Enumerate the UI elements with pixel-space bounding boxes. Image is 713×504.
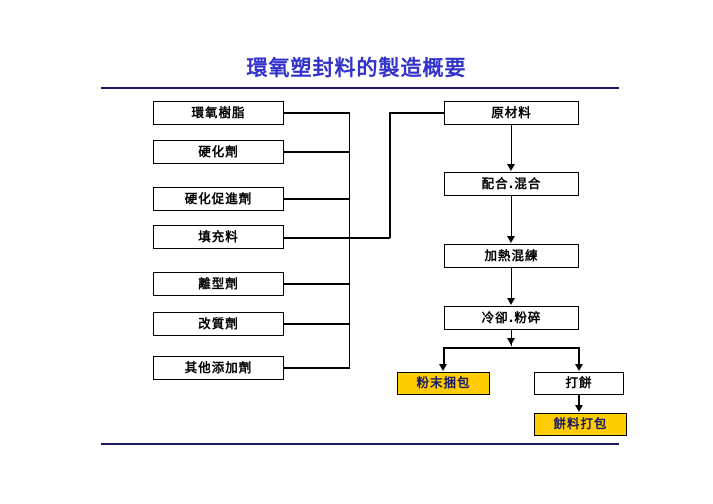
- arrowhead-to-tableting: [574, 364, 583, 371]
- connector-filler-to-riser: [284, 237, 390, 239]
- connector-epoxy-resin-to-bus: [284, 112, 350, 114]
- output-box-powder-packing[interactable]: 粉末捆包: [397, 372, 490, 395]
- arrowhead-to-tablet-packing: [574, 405, 583, 412]
- ingredient-box-accelerator[interactable]: 硬化促進劑: [153, 187, 284, 211]
- process-box-blend-mix[interactable]: 配合.混合: [444, 172, 579, 196]
- arrowhead-to-cool-pulverize: [507, 298, 515, 305]
- process-box-cool-pulverize[interactable]: 冷卻.粉碎: [444, 306, 579, 330]
- bottom-divider-rule: [101, 443, 619, 445]
- output-box-tablet-packing[interactable]: 餅料打包: [534, 413, 627, 436]
- ingredient-box-release-agent[interactable]: 離型劑: [153, 272, 284, 296]
- output-box-tableting[interactable]: 打餅: [534, 372, 624, 395]
- connector-hardener-to-bus: [284, 151, 350, 153]
- ingredient-box-epoxy-resin[interactable]: 環氧樹脂: [153, 101, 284, 125]
- connector-bus-riser: [389, 112, 391, 238]
- top-divider-rule: [101, 87, 619, 89]
- connector-riser-to-raw-material: [389, 112, 445, 114]
- flow-branch-to-powder-packing: [443, 347, 445, 365]
- connector-other-additive-to-bus: [284, 367, 350, 369]
- connector-modifier-to-bus: [284, 323, 350, 325]
- flow-blend-mix-to-heat-knead: [510, 196, 512, 237]
- flow-heat-knead-to-cool-pulverize: [510, 268, 512, 299]
- connector-accelerator-to-bus: [284, 198, 350, 200]
- arrowhead-to-powder-packing: [439, 364, 447, 371]
- arrowhead-split-center: [507, 338, 515, 345]
- ingredient-box-other-additive[interactable]: 其他添加劑: [153, 356, 284, 380]
- output-split-bus: [443, 347, 579, 349]
- ingredient-box-filler[interactable]: 填充料: [153, 225, 284, 249]
- flow-raw-material-to-blend-mix: [510, 125, 512, 165]
- ingredient-box-modifier[interactable]: 改質劑: [153, 312, 284, 336]
- ingredient-box-hardener[interactable]: 硬化劑: [153, 140, 284, 164]
- connector-release-agent-to-bus: [284, 283, 350, 285]
- arrowhead-to-blend-mix: [507, 164, 515, 171]
- page-title: 環氧塑封料的製造概要: [246, 56, 467, 80]
- ingredient-collector-bus: [348, 112, 350, 368]
- flow-branch-to-tableting: [578, 347, 580, 365]
- arrowhead-to-heat-knead: [507, 236, 515, 243]
- flow-tableting-to-tablet-packing: [578, 395, 580, 407]
- process-box-heat-knead[interactable]: 加熱混練: [444, 244, 579, 268]
- process-box-raw-material[interactable]: 原材料: [444, 101, 579, 125]
